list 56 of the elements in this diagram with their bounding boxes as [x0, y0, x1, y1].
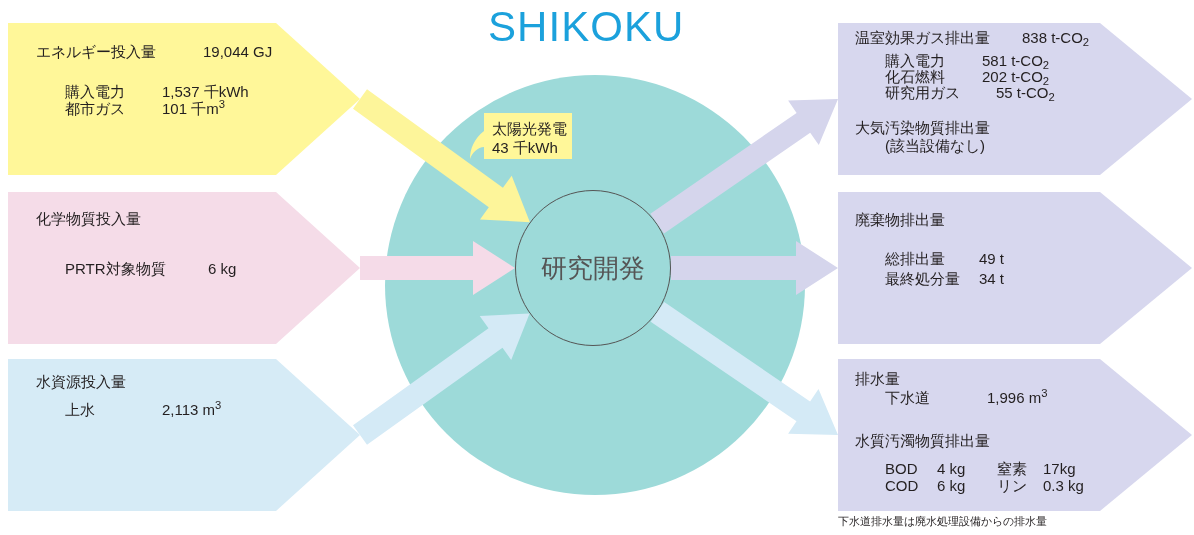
- item-label: BOD: [885, 460, 918, 478]
- item-label: COD: [885, 477, 919, 495]
- item-value: 19,044 GJ: [203, 43, 273, 61]
- item-label: 最終処分量: [885, 270, 960, 288]
- item-value: 581 t-CO$_{2}$: [982, 52, 1050, 70]
- item-value: 838 t-CO$_{2}$: [1022, 29, 1090, 47]
- input-panel: [8, 23, 360, 175]
- item-label: 購入電力: [885, 52, 945, 69]
- item-label: 窒素: [997, 460, 1027, 478]
- item-value: 6 kg: [937, 477, 966, 495]
- item-label: 購入電力: [65, 83, 125, 101]
- item-label: 下水道: [885, 389, 930, 407]
- arrow: [671, 241, 838, 295]
- item-value: 0.3 kg: [1043, 477, 1084, 495]
- item-value: 17kg: [1043, 460, 1076, 478]
- panel-heading: エネルギー投入量: [36, 43, 156, 61]
- item-label: 化石燃料: [885, 68, 945, 85]
- panel-heading: 温室効果ガス排出量: [855, 29, 990, 47]
- item-value: 34 t: [979, 270, 1005, 288]
- input-panel: [8, 359, 360, 511]
- panel-heading: 水質汚濁物質排出量: [855, 432, 990, 450]
- arrow: [650, 302, 838, 435]
- arrow: [353, 313, 530, 445]
- callout-text: 43 千kWh: [492, 139, 558, 157]
- item-value: 1,996 m$^{3}$: [987, 389, 1048, 407]
- item-value: 49 t: [979, 250, 1005, 268]
- item-label: 総排出量: [885, 250, 945, 268]
- arrow: [353, 89, 530, 223]
- item-label: (該当設備なし): [885, 137, 985, 155]
- item-label: 研究用ガス: [885, 84, 960, 102]
- item-label: 都市ガス: [65, 100, 125, 118]
- item-value: 202 t-CO$_{2}$: [982, 68, 1050, 86]
- arrow: [360, 241, 515, 295]
- panel-heading: 廃棄物排出量: [855, 211, 945, 229]
- input-panel: [8, 192, 360, 344]
- callout-text: 太陽光発電: [492, 120, 567, 138]
- panel-heading: 水資源投入量: [36, 373, 126, 391]
- panel-heading: 化学物質投入量: [36, 210, 141, 228]
- item-label: 上水: [65, 401, 95, 419]
- item-value: 101 千m$^{3}$: [162, 100, 225, 118]
- output-panel: [838, 192, 1192, 344]
- footnote: 下水道排水量は廃水処理設備からの排水量: [838, 514, 1047, 528]
- panel-heading: 大気汚染物質排出量: [855, 119, 990, 137]
- callout-box: [470, 113, 572, 159]
- item-value: 1,537 千kWh: [162, 83, 249, 100]
- item-label: リン: [997, 477, 1027, 495]
- process-label: 研究開発: [541, 251, 645, 285]
- item-value: 4 kg: [937, 460, 966, 478]
- arrow: [650, 99, 838, 234]
- output-panel: [838, 23, 1192, 175]
- item-value: 2,113 m$^{3}$: [162, 401, 222, 419]
- item-value: 6 kg: [208, 260, 237, 278]
- item-label: PRTR対象物質: [65, 260, 166, 278]
- panel-heading: 排水量: [855, 370, 900, 388]
- title: SHIKOKU: [488, 2, 685, 52]
- item-value: 55 t-CO$_{2}$: [996, 84, 1055, 102]
